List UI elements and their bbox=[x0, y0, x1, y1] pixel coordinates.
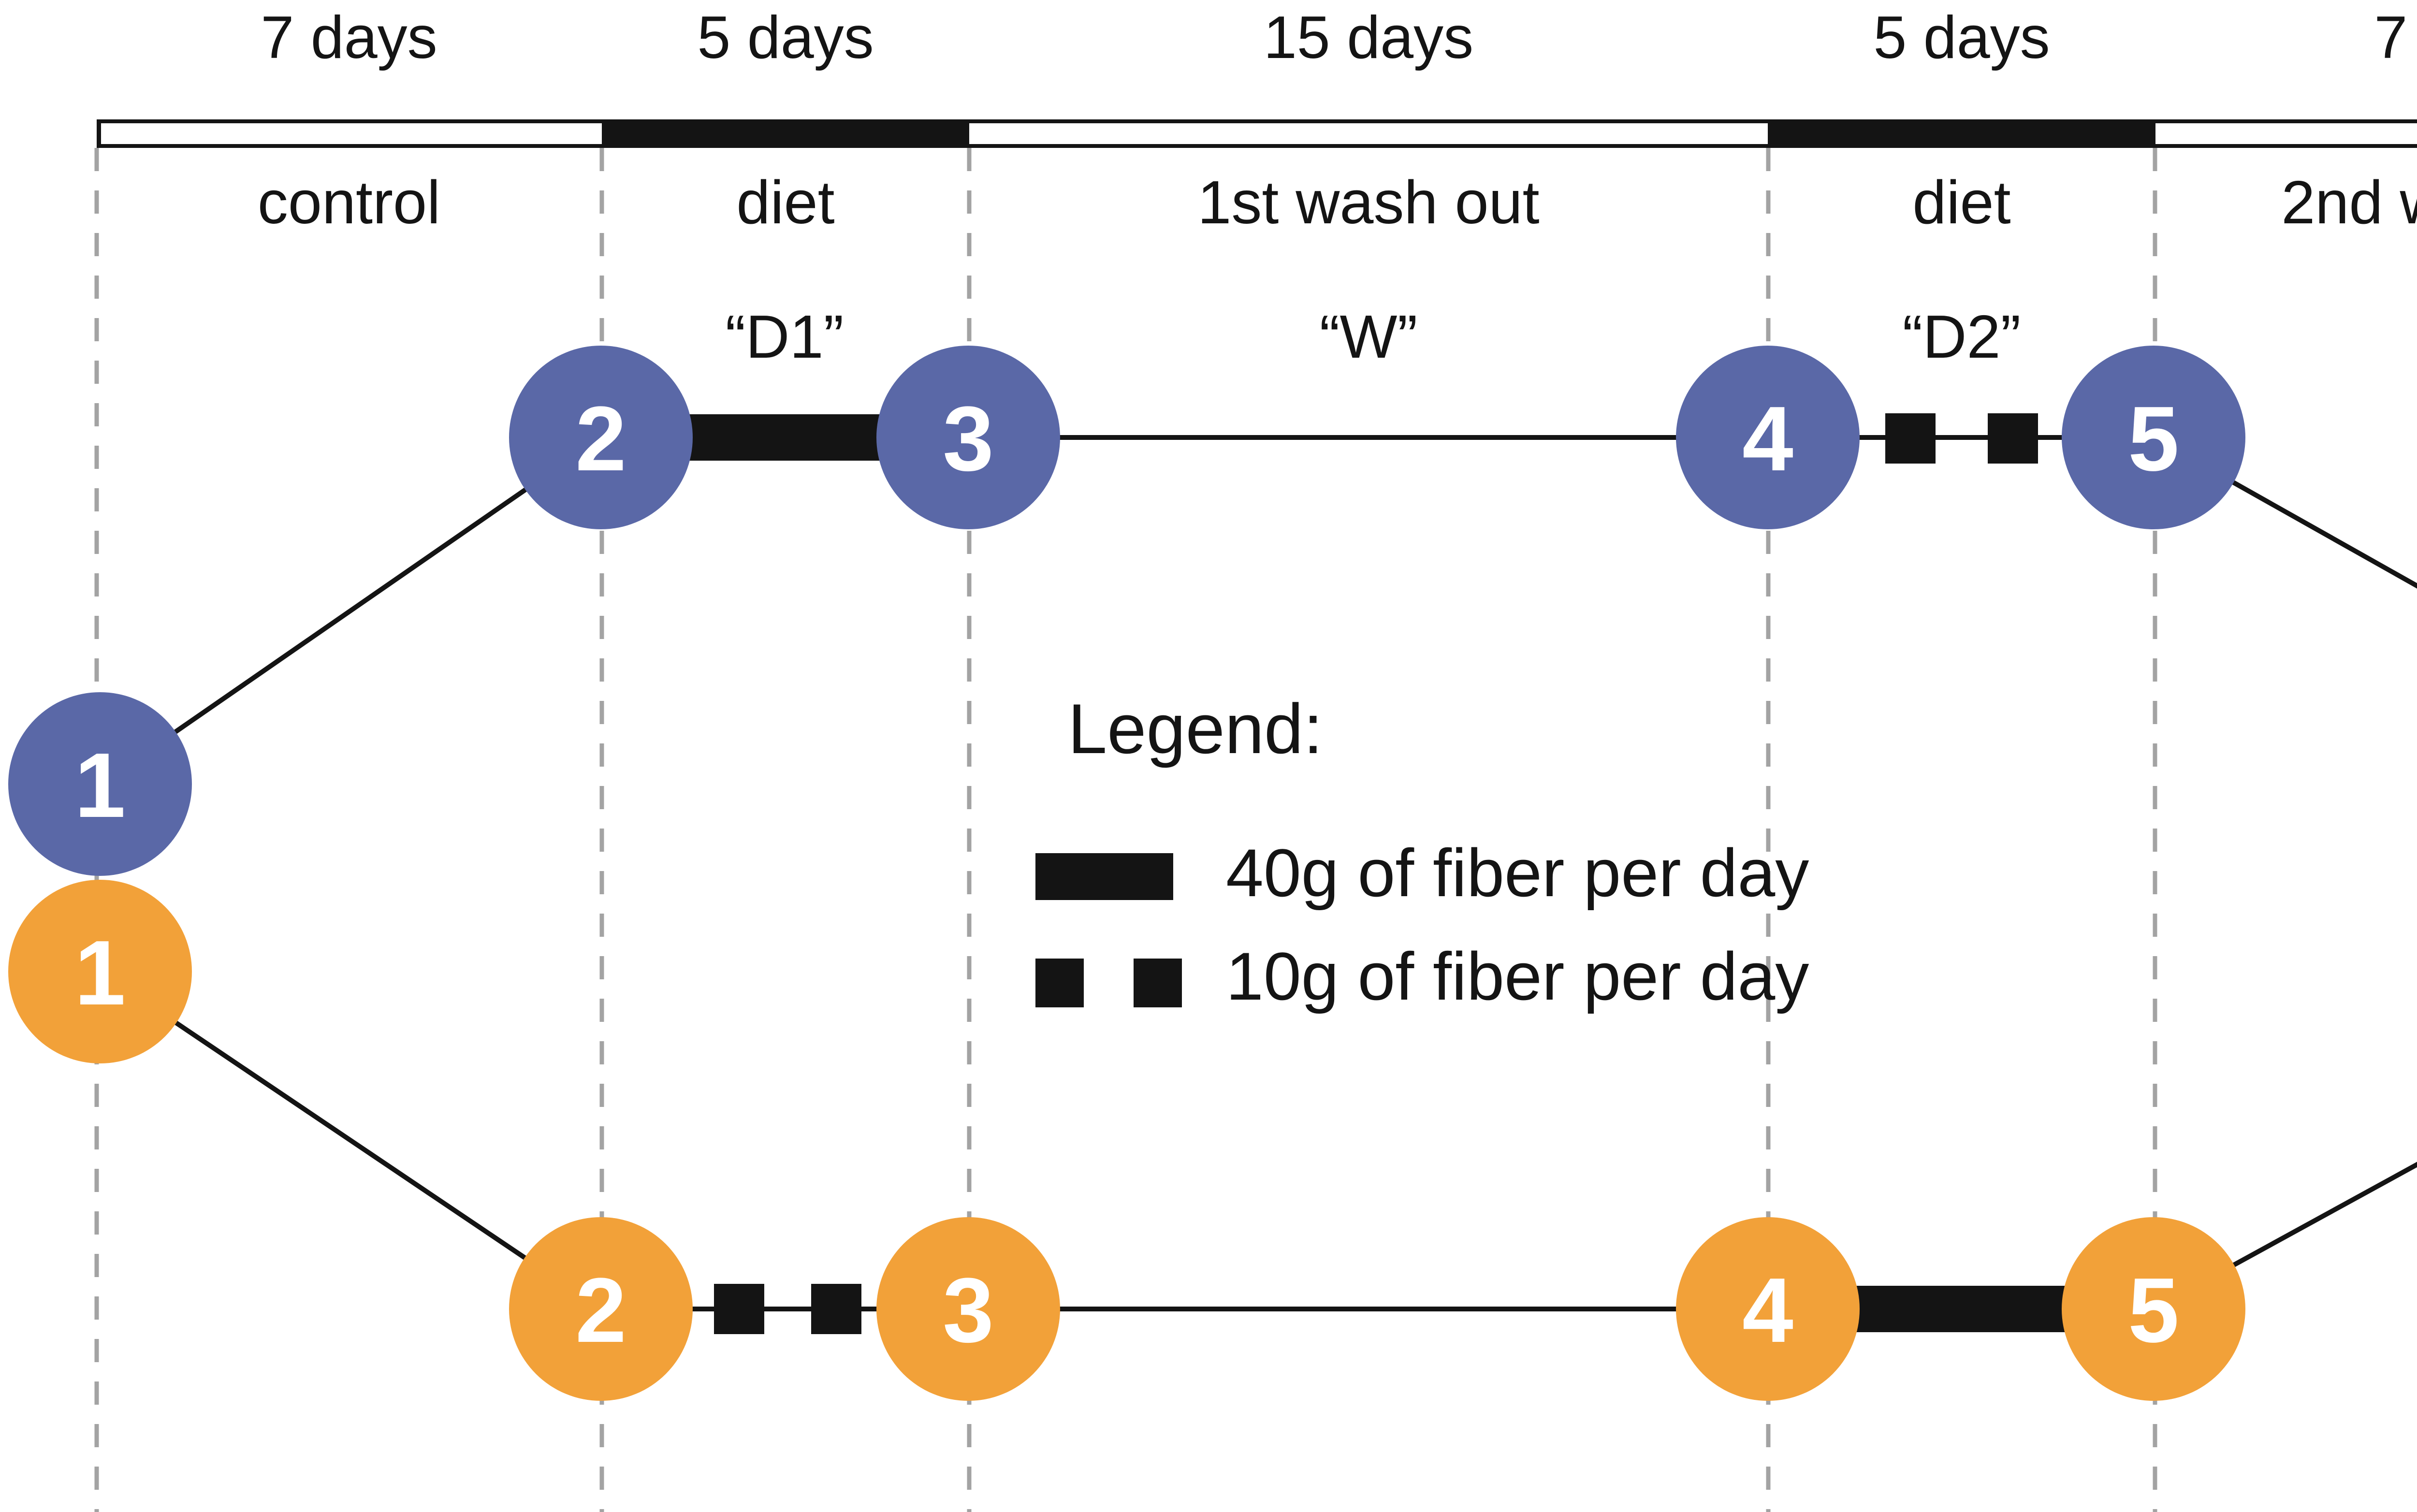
node-orange-5-circle bbox=[2062, 1217, 2245, 1401]
legend-swatch-square-2 bbox=[1134, 959, 1182, 1007]
connector-orange-1-2 bbox=[99, 969, 602, 1311]
duration-label-control: 7 days bbox=[261, 4, 437, 71]
phase-label-washout2: 2nd wash out bbox=[2281, 168, 2417, 236]
connector-orange-2-3-lowfiber-square-2 bbox=[811, 1284, 861, 1334]
legend-title: Legend: bbox=[1068, 689, 1323, 768]
code-label-d1: “D1” bbox=[726, 303, 844, 371]
node-blue-1: 1 bbox=[8, 692, 192, 876]
connector-orange-5-6 bbox=[2152, 1162, 2417, 1311]
node-orange-3-label: 3 bbox=[943, 1259, 994, 1362]
node-orange-3: 3 bbox=[876, 1217, 1060, 1401]
connector-blue-4-5-lowfiber-square-1 bbox=[1885, 413, 1936, 464]
phase-label-control: control bbox=[258, 168, 440, 236]
code-label-w: “W” bbox=[1320, 303, 1418, 371]
node-orange-1-circle bbox=[8, 880, 192, 1063]
node-orange-2: 2 bbox=[509, 1217, 693, 1401]
arm-orange-nodes: 1 2 3 4 5 6 bbox=[8, 880, 2245, 1401]
connector-blue-4-5-lowfiber-square-2 bbox=[1988, 413, 2038, 464]
arm-blue-nodes: 1 2 3 4 5 6 bbox=[8, 346, 2245, 876]
connector-blue-5-6 bbox=[2152, 435, 2417, 589]
node-blue-1-label: 1 bbox=[74, 734, 126, 837]
connector-blue-1-2 bbox=[99, 435, 602, 786]
legend-swatch-square-1 bbox=[1035, 959, 1084, 1007]
node-blue-3-circle bbox=[876, 346, 1060, 529]
phase-label-washout1: 1st wash out bbox=[1197, 168, 1539, 236]
node-blue-5-label: 5 bbox=[2128, 388, 2179, 490]
node-orange-1-label: 1 bbox=[74, 922, 126, 1024]
timeline-bar bbox=[97, 119, 2417, 148]
node-blue-3: 3 bbox=[876, 346, 1060, 529]
node-orange-4: 4 bbox=[1676, 1217, 1860, 1401]
duration-label-diet2: 5 days bbox=[1873, 4, 2050, 71]
legend-item-low-fiber-label: 10g of fiber per day bbox=[1226, 938, 1809, 1014]
node-blue-3-label: 3 bbox=[943, 388, 994, 490]
period-code-labels: “D1” “W” “D2” bbox=[726, 303, 2021, 371]
duration-label-washout2: 7 days bbox=[2374, 4, 2417, 71]
phase-label-diet1: diet bbox=[736, 168, 834, 236]
legend-item-high-fiber: 40g of fiber per day bbox=[1035, 835, 1809, 911]
duration-label-washout1: 15 days bbox=[1264, 4, 1473, 71]
timeline-segment-washout2 bbox=[2155, 123, 2417, 144]
code-label-d2: “D2” bbox=[1903, 303, 2021, 371]
node-blue-2-label: 2 bbox=[575, 388, 626, 490]
node-orange-1: 1 bbox=[8, 880, 192, 1063]
connector-orange-2-3-lowfiber-square-1 bbox=[714, 1284, 764, 1334]
duration-labels: 7 days 5 days 15 days 5 days 7 days bbox=[261, 4, 2417, 71]
node-orange-2-label: 2 bbox=[575, 1259, 626, 1362]
node-blue-5-circle bbox=[2062, 346, 2245, 529]
node-blue-2-circle bbox=[509, 346, 693, 529]
node-blue-2: 2 bbox=[509, 346, 693, 529]
node-orange-5-label: 5 bbox=[2128, 1259, 2179, 1362]
node-orange-2-circle bbox=[509, 1217, 693, 1401]
node-blue-4: 4 bbox=[1676, 346, 1860, 529]
node-blue-1-circle bbox=[8, 692, 192, 876]
node-orange-3-circle bbox=[876, 1217, 1060, 1401]
node-blue-4-circle bbox=[1676, 346, 1860, 529]
legend-item-low-fiber: 10g of fiber per day bbox=[1035, 938, 1809, 1014]
node-blue-4-label: 4 bbox=[1742, 388, 1793, 490]
legend-item-high-fiber-label: 40g of fiber per day bbox=[1226, 835, 1809, 911]
phase-labels: control diet 1st wash out diet 2nd wash … bbox=[258, 168, 2417, 236]
node-blue-5: 5 bbox=[2062, 346, 2245, 529]
phase-label-diet2: diet bbox=[1912, 168, 2010, 236]
timeline-segment-control bbox=[101, 123, 602, 144]
legend: Legend: 40g of fiber per day 10g of fibe… bbox=[1035, 689, 1809, 1014]
node-orange-5: 5 bbox=[2062, 1217, 2245, 1401]
node-orange-4-label: 4 bbox=[1742, 1259, 1793, 1362]
legend-swatch-solid-bar bbox=[1035, 853, 1173, 900]
node-orange-4-circle bbox=[1676, 1217, 1860, 1401]
duration-label-diet1: 5 days bbox=[697, 4, 874, 71]
timeline-segment-washout1 bbox=[969, 123, 1768, 144]
